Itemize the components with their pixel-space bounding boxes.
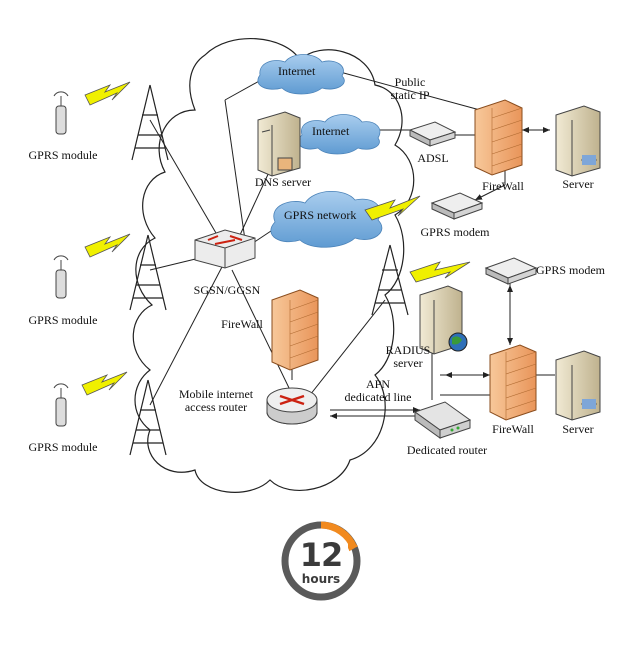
apn-dedicated-line-label: APN dedicated line: [330, 378, 426, 404]
core-network-cloud: [132, 37, 415, 493]
lightning-icon: [84, 233, 131, 258]
apn-line1: APN: [365, 377, 390, 391]
radius-line1: RADIUS: [385, 343, 431, 357]
internet-cloud-1: [257, 54, 345, 95]
internet-cloud-label: Internet: [278, 64, 316, 78]
server-label: Server: [562, 177, 594, 191]
internet-cloud-label: Internet: [312, 124, 350, 138]
twelve-hours-badge: 12 hours: [278, 518, 364, 604]
mobile-router-label: Mobile internet access router: [166, 388, 266, 414]
firewall-icon: [489, 344, 537, 421]
mobile-internet-router-icon: [266, 387, 318, 425]
radius-server-label: RADIUS server: [380, 344, 436, 370]
public-static-ip-label: Public static IP: [370, 76, 450, 102]
server-icon: [555, 350, 601, 421]
gprs-module-label: GPRS module: [28, 440, 98, 454]
gprs-modem-icon: [484, 257, 538, 285]
adsl-modem-icon: [408, 121, 457, 147]
gprs-module-icon: [53, 91, 69, 135]
radius-server-icon: [419, 285, 468, 355]
mobile-router-line1: Mobile internet: [178, 387, 254, 401]
sgsn-ggsn-label: SGSN/GGSN: [193, 283, 261, 297]
clock-ring-icon: [281, 521, 361, 601]
public-ip-line1: Public: [394, 75, 426, 89]
sgsn-ggsn-switch-icon: [194, 229, 256, 269]
adsl-label: ADSL: [417, 151, 449, 165]
apn-line2: dedicated line: [344, 390, 412, 404]
cell-tower-icon: [131, 84, 169, 161]
firewall-icon: [474, 99, 523, 176]
badge-number: 12: [299, 536, 344, 574]
lightning-icon: [81, 371, 128, 396]
wireless-signals: [81, 81, 471, 396]
dns-server-icon: [257, 111, 301, 177]
gprs-module-icon: [53, 383, 69, 427]
gprs-modem-label: GPRS modem: [536, 263, 606, 277]
dns-server-label: DNS server: [254, 175, 312, 189]
gprs-network-cloud: [270, 190, 383, 248]
lightning-icon: [364, 195, 421, 221]
dedicated-router-icon: [413, 401, 472, 439]
lightning-icon: [84, 81, 131, 106]
gprs-modem-icon: [430, 192, 484, 220]
gprs-module-label: GPRS module: [28, 313, 98, 327]
gprs-modem-label: GPRS modem: [420, 225, 490, 239]
dedicated-router-label: Dedicated router: [406, 443, 488, 457]
firewall-label: FireWall: [221, 317, 263, 331]
firewall-icon: [271, 289, 319, 371]
server-label: Server: [562, 422, 594, 436]
gprs-network-label: GPRS network: [284, 208, 357, 222]
gprs-module-icon: [53, 255, 69, 299]
radius-line2: server: [393, 356, 423, 370]
firewall-label: FireWall: [492, 422, 534, 436]
lightning-icon: [409, 261, 471, 283]
gprs-module-label: GPRS module: [28, 148, 98, 162]
cell-tower-icon: [129, 379, 167, 456]
public-ip-line2: static IP: [390, 88, 430, 102]
cell-tower-icon: [129, 234, 167, 311]
internet-cloud-2: [297, 114, 381, 155]
badge-unit: hours: [301, 572, 341, 586]
server-icon: [555, 105, 601, 177]
cell-tower-icon: [371, 244, 409, 316]
mobile-router-line2: access router: [184, 400, 248, 414]
firewall-label: FireWall: [482, 179, 524, 193]
